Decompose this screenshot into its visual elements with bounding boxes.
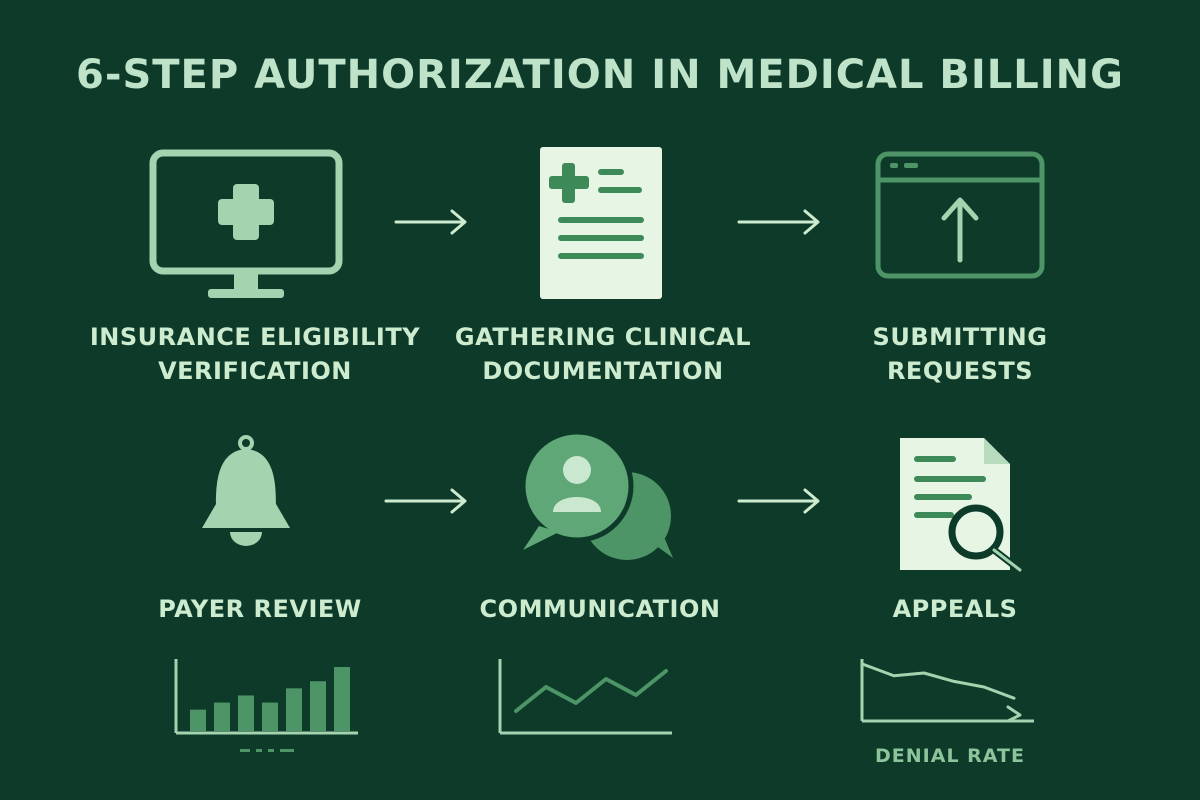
bar-5 [310,681,326,731]
step-1-line1: INSURANCE ELIGIBILITY [89,323,421,351]
monitor-medical-icon [149,149,343,298]
step-4-label: PAYER REVIEW [158,595,362,623]
clinical-document-icon [540,147,662,299]
arrow-right-icon [737,488,820,514]
step-3-label: SUBMITTING REQUESTS [790,320,1130,388]
step-6-label: APPEALS [892,595,1018,623]
page-title: 6-STEP AUTHORIZATION IN MEDICAL BILLING [76,52,1124,98]
bar-6 [334,667,350,731]
bar-0 [190,709,206,731]
arrow-right-icon [737,209,820,235]
step-3-line1: SUBMITTING [872,323,1048,351]
step-1-line2: VERIFICATION [158,357,352,385]
arrow-right-icon [384,488,467,514]
chat-user-icon [520,430,673,560]
bar-3 [262,702,278,731]
step-5-label: COMMUNICATION [479,595,721,623]
upload-window-icon [875,151,1045,279]
step-3-line2: REQUESTS [886,357,1034,385]
bar-4 [286,688,302,731]
bar-2 [238,695,254,731]
bell-icon [202,435,290,546]
line-chart-icon [498,659,672,735]
step-2-line1: GATHERING CLINICAL [454,323,752,351]
document-search-icon [900,438,1024,574]
denial-rate-label: DENIAL RATE [875,745,1025,767]
step-1-label: INSURANCE ELIGIBILITY VERIFICATION [85,320,425,388]
bar-1 [214,702,230,731]
denial-rate-chart-icon [860,659,1034,723]
arrow-right-icon [394,209,467,235]
bar-chart-icon [174,659,358,752]
step-2-label: GATHERING CLINICAL DOCUMENTATION [433,320,773,388]
step-2-line2: DOCUMENTATION [482,357,724,385]
